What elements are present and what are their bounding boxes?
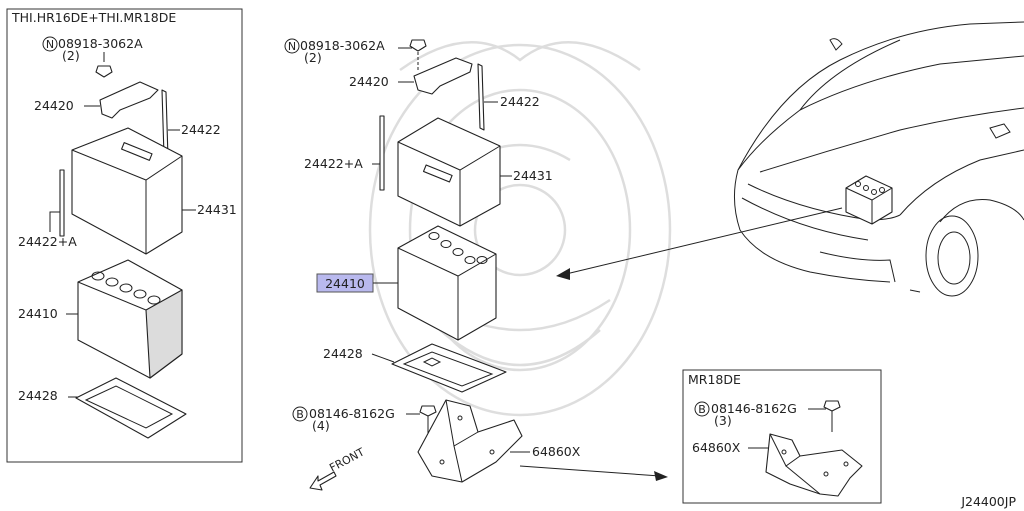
inset-bolt-ref: 08146-8162G [711,401,797,416]
left-case-label: 24431 [197,202,237,217]
arrow-from-car-head [556,268,570,280]
main-tray-label: 24428 [323,346,363,361]
main-assembly: N 08918-3062A (2) 24420 24422 24422+A 24… [284,38,668,491]
main-tray-part [391,343,507,393]
inset-bolt-qty: (3) [714,413,732,428]
main-support-label: 64860X [532,444,581,459]
nut-icon: N [42,36,58,52]
main-nut-ref: 08918-3062A [300,38,385,53]
car-icon [734,21,1024,297]
inset-support-label: 64860X [692,440,741,455]
main-bracket-part [413,57,473,95]
left-panel: THI.HR16DE+THI.MR18DE N 08918-3062A (2) … [6,8,243,463]
bolt-icon: B [694,401,710,417]
left-battery-part [77,259,183,379]
inset-panel: MR18DE B 08146-8162G (3) 64860X [682,369,882,504]
main-rod-left-part [379,115,385,191]
front-label: FRONT [327,445,367,474]
arrow-to-inset [519,465,661,477]
main-nut-part [409,39,427,52]
left-rod-left-label: 24422+A [18,234,77,249]
main-nut-qty: (2) [304,50,322,65]
left-bracket-part [99,81,159,119]
main-rod-left-label: 24422+A [304,156,363,171]
left-rod-left-part [59,169,65,237]
front-arrow-icon [309,471,337,491]
svg-text:N: N [288,40,296,53]
main-bracket-label: 24420 [349,74,389,89]
left-panel-frame [6,8,243,463]
left-nut-qty: (2) [62,48,80,63]
main-battery-label[interactable]: 24410 [325,276,365,291]
svg-text:N: N [46,38,54,51]
inset-support-part [765,433,863,497]
arrow-to-inset-head [654,471,668,481]
main-support-part [417,399,523,483]
inset-bolt-part [823,400,841,432]
main-rod-right-part [477,63,485,131]
bolt-icon: B [292,406,308,422]
nut-icon: N [284,38,300,54]
svg-text:B: B [296,408,304,421]
inset-frame [682,369,882,504]
watermark-emblem [368,41,672,417]
left-case-part [71,127,183,255]
main-bolt-ref: 08146-8162G [309,406,395,421]
left-nut-ref: 08918-3062A [58,36,143,51]
left-panel-title: THI.HR16DE+THI.MR18DE [11,10,176,25]
main-rod-right-label: 24422 [500,94,540,109]
inset-title: MR18DE [688,372,741,387]
left-tray-part [75,377,187,439]
left-rod-right-label: 24422 [181,122,221,137]
arrow-from-car [565,207,843,275]
battery-icon [397,225,497,341]
left-tray-label: 24428 [18,388,58,403]
main-bolt-qty: (4) [312,418,330,433]
svg-text:B: B [698,403,706,416]
figure-code: J24400JP [960,494,1016,509]
main-case-part [397,117,501,227]
left-bracket-label: 24420 [34,98,74,113]
left-battery-label: 24410 [18,306,58,321]
left-nut-part [95,65,113,78]
main-case-label: 24431 [513,168,553,183]
